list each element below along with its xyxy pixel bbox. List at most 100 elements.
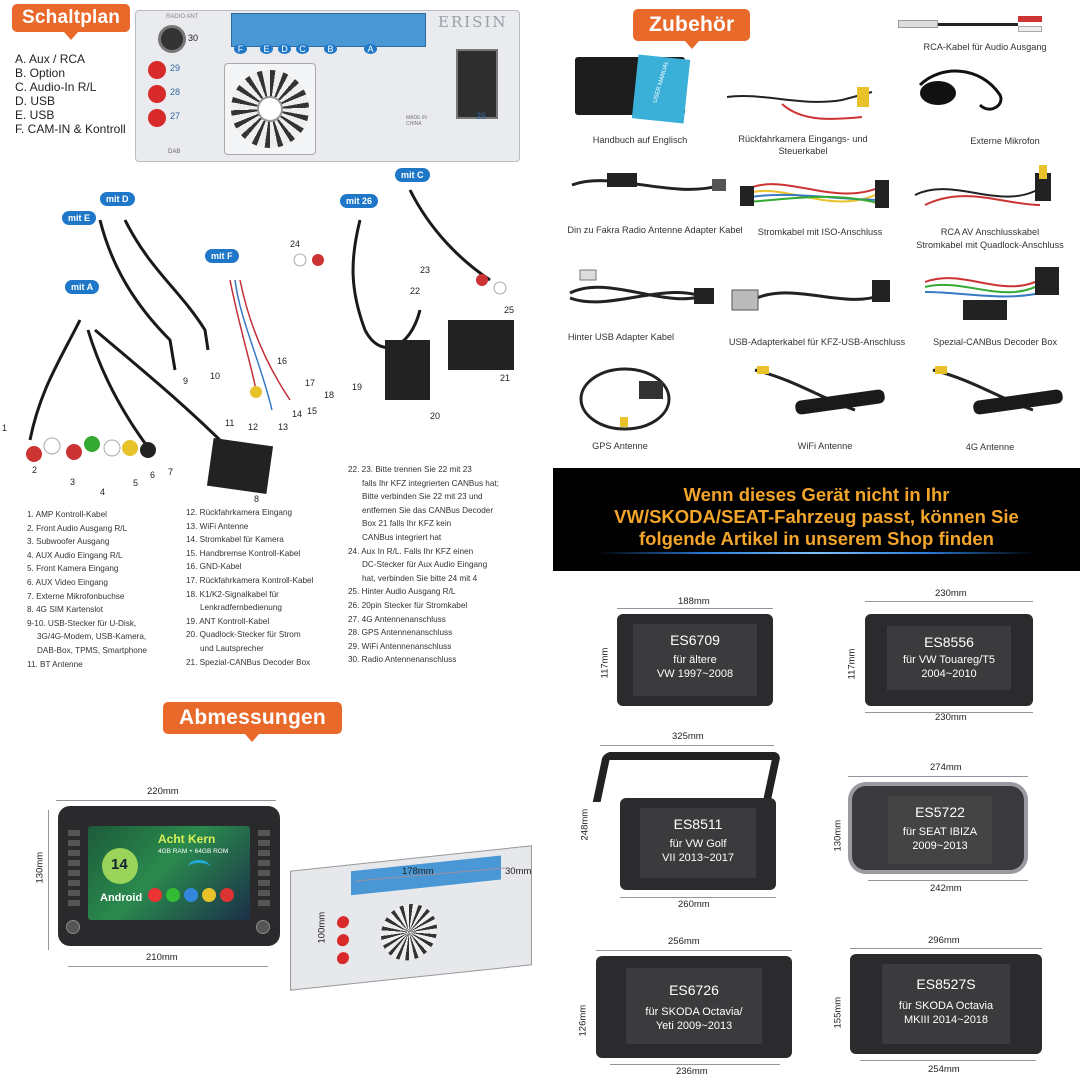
product-line-1: für ältere: [673, 654, 717, 666]
product-dim-top: 188mm: [678, 596, 710, 607]
rear-panel: ERISIN RADIO ANT 30 29 28 27 DAB 26 MADE…: [135, 10, 520, 162]
cable-tag: mit F: [205, 249, 239, 263]
list-item: 5. Front Kamera Eingang: [27, 564, 119, 574]
list-item: Bitte verbinden Sie 22 mit 23 und: [362, 492, 483, 502]
left-buttons: [68, 830, 80, 910]
banner-line-3: folgende Artikel in unserem Shop finden: [639, 528, 994, 549]
android-version: 14: [111, 856, 128, 873]
app-icon-row: [148, 888, 248, 904]
dimension-height: 130mm: [34, 851, 46, 884]
list-item: 18. K1/K2-Signalkabel für: [186, 589, 279, 599]
product-model: ES6709: [670, 632, 720, 648]
cable-tag: mit E: [62, 211, 97, 225]
cable-number: 8: [254, 494, 260, 504]
product-screen: ES6709 für ältere VW 1997~2008: [633, 624, 757, 696]
product-dim-side: 117mm: [846, 648, 858, 680]
list-item: DC-Stecker für Aux Audio Eingang: [362, 560, 488, 570]
cable-number: 1: [2, 423, 8, 433]
rear-fan: [381, 901, 437, 964]
port-number: 27: [170, 111, 181, 121]
product-line-1: für VW Golf: [669, 838, 727, 850]
app-icon: [220, 888, 234, 902]
product-screen: ES8511 für VW Golf VII 2013~2017: [640, 808, 756, 878]
legend-item: E. USB: [15, 108, 55, 122]
port-number: 28: [170, 87, 181, 97]
wifi-port: [148, 61, 166, 79]
product-dim-bottom: 260mm: [678, 899, 710, 910]
product-dim-top: 296mm: [928, 935, 960, 946]
rca-wire: [938, 23, 1018, 26]
accessory-label: Stromkabel mit Quadlock-Anschluss: [916, 240, 1064, 250]
list-item: 1. AMP Kontroll-Kabel: [27, 510, 107, 519]
left-knob: [66, 920, 80, 934]
accessory-label: Externe Mikrofon: [970, 136, 1040, 146]
list-item: 22. 23. Bitte trennen Sie 22 mit 23: [348, 465, 472, 474]
cable-number: 18: [324, 390, 335, 400]
abmessungen-badge: Abmessungen: [163, 702, 342, 742]
port-number: 29: [170, 63, 181, 73]
legend-item: C. Audio-In R/L: [15, 80, 97, 94]
product-model: ES8556: [924, 634, 974, 650]
product-dim-side: 248mm: [579, 808, 591, 841]
dimension-line: [620, 897, 776, 898]
connector-letter-b: B: [324, 44, 337, 54]
head-unit-screen: Acht Kern 4GB RAM + 64GB ROM 14 Android: [88, 826, 250, 920]
radio-antenna-port: [158, 25, 186, 53]
dimension-line: [68, 966, 268, 967]
list-item: DAB-Box, TPMS, Smartphone: [37, 645, 147, 655]
product-unit: ES6726 für SKODA Octavia/ Yeti 2009~2013: [596, 956, 792, 1058]
schaltplan-badge: Schaltplan: [12, 4, 131, 40]
cable-number: 10: [210, 371, 221, 381]
dimension-line: [860, 1060, 1036, 1061]
power-connector: [456, 49, 498, 119]
list-item: 26. 20pin Stecker für Stromkabel: [348, 600, 468, 610]
product-line-2: MKIII 2014~2018: [903, 1014, 989, 1026]
app-icon: [202, 888, 216, 902]
rear-usb-cable-image: [569, 269, 714, 304]
rear-port: [337, 933, 349, 947]
cable-number: 9: [183, 376, 189, 386]
manual-text: USER MANUAL: [652, 60, 671, 104]
list-item: 7. Externe Mikrofonbuchse: [27, 591, 125, 601]
port-number: 30: [188, 33, 199, 43]
product-unit: ES5722 für SEAT IBIZA 2009~2013: [848, 782, 1028, 874]
accessory-label: Handbuch auf Englisch: [592, 135, 688, 145]
cable-number: 14: [292, 409, 303, 419]
product-unit: ES6709 für ältere VW 1997~2008: [617, 614, 773, 706]
wifi-antenna-image: [754, 366, 885, 415]
car-usb-adapter-image: [731, 280, 890, 311]
connector-letter-c: C: [296, 44, 309, 54]
cable-number: 16: [277, 356, 288, 366]
dimension-line: [600, 745, 774, 746]
cable-number: 17: [305, 378, 316, 388]
4g-antenna-image: [932, 366, 1063, 415]
list-item: entfernen Sie das CANBus Decoder: [362, 505, 494, 515]
head-unit-front: Acht Kern 4GB RAM + 64GB ROM 14 Android: [58, 806, 280, 946]
banner-glow-line: [597, 552, 1036, 554]
cable-number: 11: [225, 418, 235, 428]
product-screen: ES5722 für SEAT IBIZA 2009~2013: [888, 796, 992, 864]
accessory-label: Hinter USB Adapter Kabel: [567, 332, 675, 342]
list-item: 3G/4G-Modem, USB-Kamera,: [37, 632, 147, 642]
schaltplan-legend: A. Aux / RCA B. Option C. Audio-In R/L D…: [15, 52, 126, 136]
product-unit: ES8527S für SKODA Octavia MKIII 2014~201…: [850, 954, 1042, 1054]
accessory-label: WiFi Antenne: [797, 441, 853, 451]
legend-item: D. USB: [15, 94, 56, 108]
product-dim-top: 325mm: [672, 731, 704, 742]
shop-banner: Wenn dieses Gerät nicht in Ihr VW/SKODA/…: [553, 468, 1080, 571]
accessory-label: GPS Antenne: [592, 441, 648, 451]
cable-number: 19: [352, 382, 363, 392]
list-item: 19. ANT Kontroll-Kabel: [186, 616, 270, 626]
product-model: ES6726: [669, 982, 719, 998]
banner-text: Wenn dieses Gerät nicht in Ihr VW/SKODA/…: [553, 484, 1080, 550]
dimension-depth-height: 100mm: [316, 911, 328, 944]
dab-label: DAB: [168, 149, 181, 155]
dimension-line: [865, 601, 1033, 602]
product-screen: ES6726 für SKODA Octavia/ Yeti 2009~2013: [626, 968, 762, 1044]
dimension-line: [56, 800, 276, 801]
connector-letter-f: F: [234, 44, 247, 54]
product-dim-side: 155mm: [832, 996, 844, 1029]
accessory-label: USB-Adapterkabel für KFZ-USB-Anschluss: [728, 337, 906, 347]
dimension-depth-width: 178mm: [402, 866, 434, 877]
dimension-line: [865, 712, 1033, 713]
